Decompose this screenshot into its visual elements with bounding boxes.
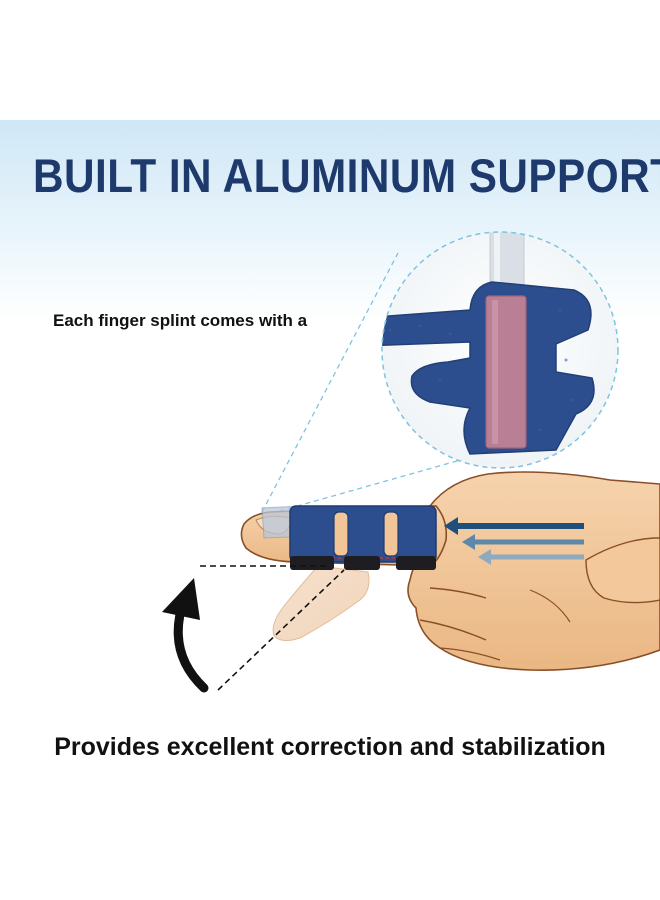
direction-arrows-icon (444, 517, 584, 565)
finger-splint-icon (261, 505, 437, 570)
hand-illustration-icon (240, 471, 660, 671)
note-text: Each finger splint comes with a (53, 311, 308, 330)
caption: Provides excellent correction and stabil… (54, 733, 606, 761)
zoom-detail-icon (381, 231, 619, 469)
bent-finger-ghost (272, 565, 370, 642)
headline: BUILT IN ALUMINUM SUPPORT (33, 149, 660, 202)
curved-arrow-icon (162, 578, 209, 693)
angle-guide-lines (200, 565, 345, 691)
